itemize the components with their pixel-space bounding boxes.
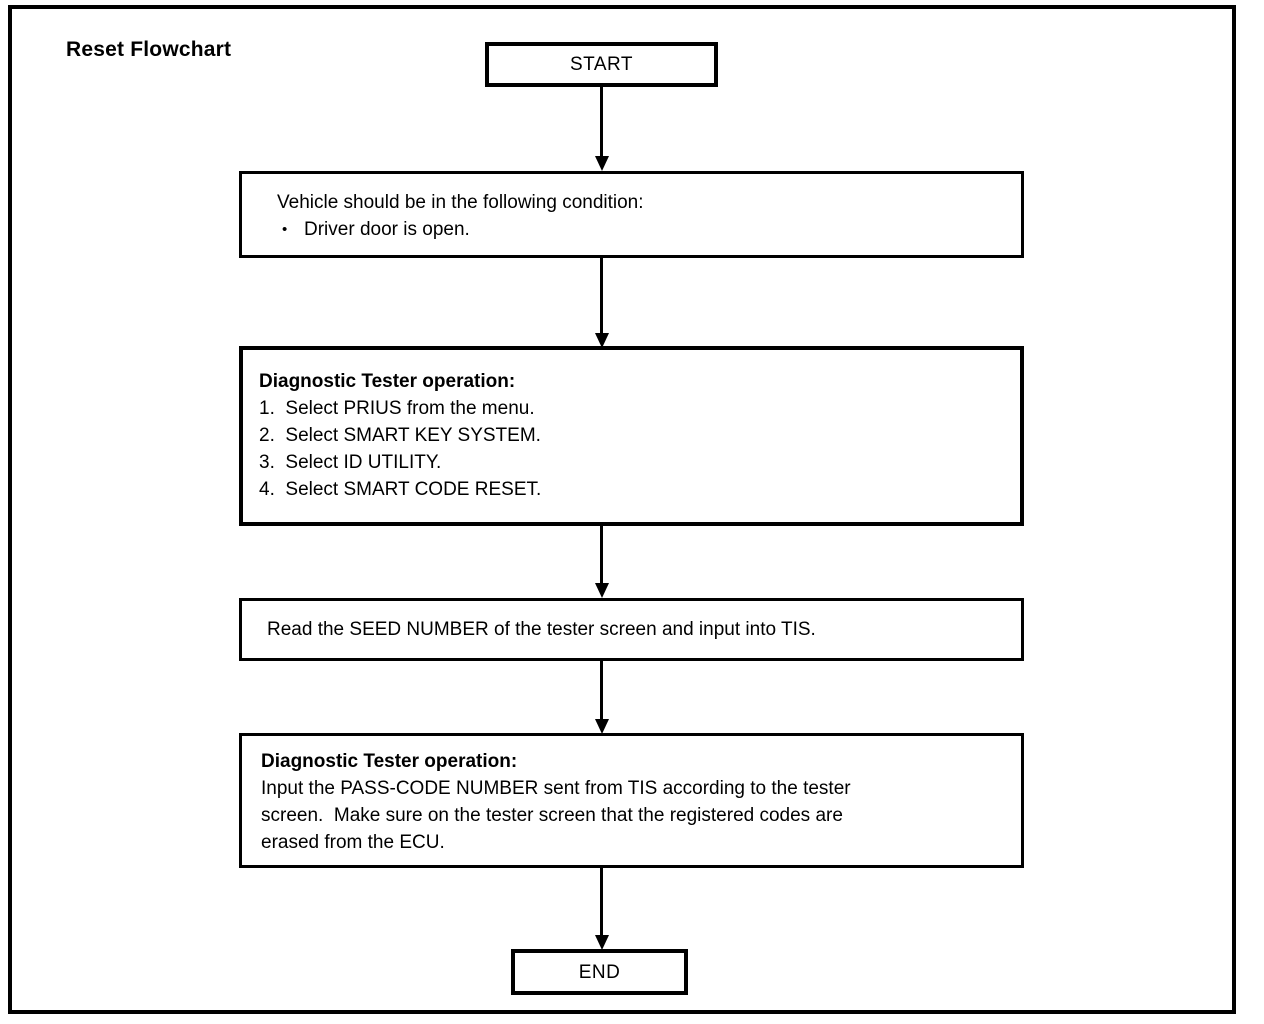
bullet-icon: •	[282, 221, 288, 238]
diag1-step-1: 1. Select PRIUS from the menu.	[259, 398, 535, 419]
diag2-line-1: Input the PASS-CODE NUMBER sent from TIS…	[261, 778, 851, 799]
page-title: Reset Flowchart	[66, 38, 232, 61]
diag1-step-2: 2. Select SMART KEY SYSTEM.	[259, 425, 541, 446]
seed-text: Read the SEED NUMBER of the tester scree…	[267, 619, 816, 640]
node-vehicle-condition: Vehicle should be in the following condi…	[239, 171, 1024, 258]
flow-arrow-diag1-to-seed	[600, 525, 603, 583]
vehicle-condition-line: Vehicle should be in the following condi…	[277, 192, 644, 213]
diag2-line-2: screen. Make sure on the tester screen t…	[261, 805, 843, 826]
diag1-step-3: 3. Select ID UTILITY.	[259, 452, 442, 473]
flow-arrow-diag2-to-end	[600, 868, 603, 935]
node-end: END	[511, 949, 688, 995]
node-start: START	[485, 42, 718, 87]
node-diagnostic-tester-2: Diagnostic Tester operation: Input the P…	[239, 733, 1024, 868]
outer-border-frame	[8, 5, 1236, 1014]
flow-arrow-vehicle-to-diag1	[600, 258, 603, 333]
start-label: START	[569, 54, 634, 75]
end-label: END	[578, 961, 621, 983]
diag1-step-4: 4. Select SMART CODE RESET.	[259, 479, 542, 500]
diag2-heading: Diagnostic Tester operation:	[261, 751, 518, 772]
diag2-line-3: erased from the ECU.	[261, 832, 445, 853]
vehicle-condition-item: Driver door is open.	[304, 219, 470, 240]
vehicle-condition-bullet-row: • Driver door is open.	[277, 216, 1003, 243]
diag1-heading: Diagnostic Tester operation:	[259, 371, 516, 392]
flow-arrow-seed-to-diag2	[600, 660, 603, 719]
node-seed-number: Read the SEED NUMBER of the tester scree…	[239, 598, 1024, 661]
node-diagnostic-tester-1: Diagnostic Tester operation: 1. Select P…	[239, 346, 1024, 526]
flow-arrow-start-to-vehicle	[600, 87, 603, 156]
